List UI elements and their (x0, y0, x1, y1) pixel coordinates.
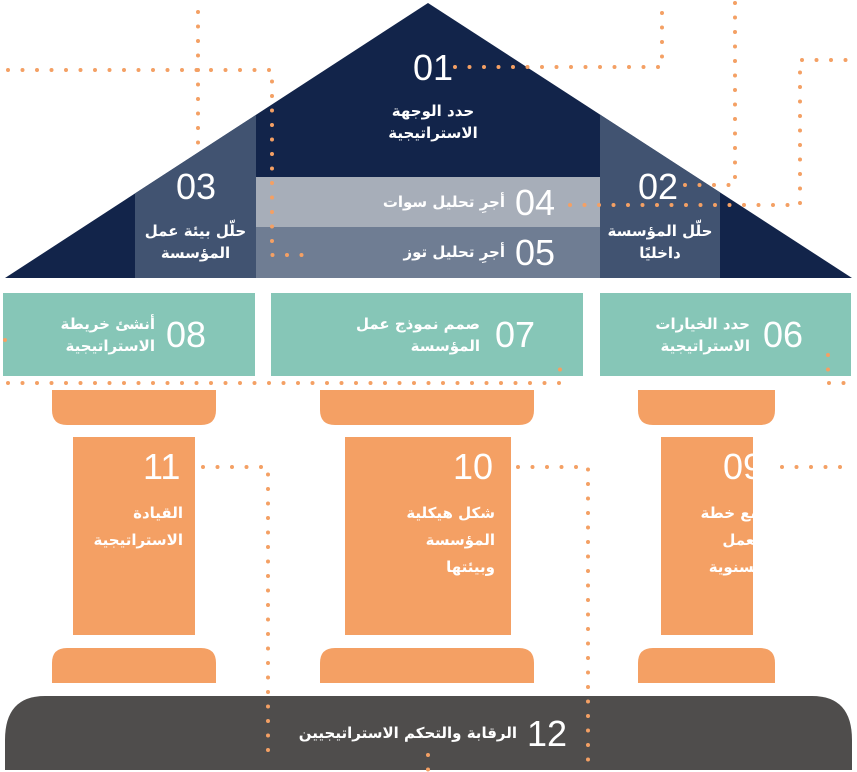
step-03-label: حلّل بيئة عمل المؤسسة (135, 220, 256, 264)
step-05-label: أجرِ تحليل توز (403, 243, 505, 261)
capital-09 (638, 390, 775, 425)
step-11-number: 11 (143, 446, 181, 487)
dotted-line (683, 0, 737, 187)
label-line: صمم نموذج عمل (355, 315, 480, 333)
foundation-12 (5, 696, 852, 770)
label-line: حدد الخيارات (655, 315, 750, 333)
dotted-line (6, 68, 312, 257)
step-10-label: شكل هيكلية المؤسسة وبيئتها (345, 500, 495, 581)
step-08-label: أنشئ خريطة الاستراتيجية (20, 313, 156, 357)
shaft-11 (73, 437, 195, 635)
step-05-number: 05 (515, 232, 556, 273)
label-line: حلّل المؤسسة (607, 222, 713, 240)
panel-05-tows (256, 227, 600, 278)
label-line: ضع خطة (700, 504, 765, 522)
step-11-label: القيادة الاستراتيجية (60, 500, 183, 554)
dotted-line (6, 353, 562, 385)
panel-04-swot (256, 177, 600, 227)
label-line: المؤسسة (425, 531, 495, 549)
beam-06 (600, 293, 851, 376)
base-09 (638, 648, 775, 683)
label-line: السنوية (708, 558, 765, 576)
label-line: العمل (722, 531, 765, 549)
label-line: حدد الوجهة (391, 102, 475, 120)
label-line: شكل هيكلية (406, 504, 495, 522)
dotted-line (453, 8, 664, 69)
step-08-number: 08 (166, 314, 207, 355)
label-line: الاستراتيجية (388, 124, 478, 142)
base-10 (320, 648, 534, 683)
step-01-label: حدد الوجهة الاستراتيجية (333, 100, 533, 144)
label-line: أنشئ خريطة (60, 315, 156, 333)
step-02-number: 02 (638, 166, 679, 207)
label-line: الاستراتيجية (65, 337, 155, 355)
shaft-09 (661, 437, 753, 635)
step-01-number: 01 (413, 47, 454, 88)
dotted-line (568, 58, 857, 207)
step-09-label: ضع خطة العمل السنوية (661, 500, 765, 581)
shaft-10 (345, 437, 511, 635)
step-07-number: 07 (495, 314, 536, 355)
dotted-line (201, 465, 270, 764)
dotted-connectors (3, 0, 857, 772)
beam-08 (3, 293, 255, 376)
label-line: داخليًا (639, 244, 681, 262)
step-04-label: أجرِ تحليل سوات (382, 193, 505, 211)
capital-11 (52, 390, 216, 425)
step-02-label: حلّل المؤسسة داخليًا (600, 220, 720, 264)
step-10-number: 10 (453, 446, 494, 487)
capital-10 (320, 390, 534, 425)
step-07-label: صمم نموذج عمل المؤسسة (300, 313, 480, 357)
beam-07 (271, 293, 583, 376)
label-line: المؤسسة (160, 244, 231, 262)
label-line: الاستراتيجية (93, 531, 183, 549)
label-line: وبيئتها (446, 558, 495, 576)
step-09-number: 09 (723, 446, 764, 487)
step-12-number: 12 (527, 713, 568, 754)
label-line: القيادة (133, 504, 183, 522)
label-line: المؤسسة (410, 337, 480, 355)
dotted-line (826, 353, 857, 385)
step-03-number: 03 (176, 166, 217, 207)
step-06-number: 06 (763, 314, 804, 355)
label-line: الاستراتيجية (660, 337, 750, 355)
base-11 (52, 648, 216, 683)
label-line: حلّل بيئة عمل (144, 222, 247, 240)
step-04-number: 04 (515, 182, 556, 223)
step-12-label: الرقابة والتحكم الاستراتيجيين (298, 724, 517, 742)
step-06-label: حدد الخيارات الاستراتيجية (600, 313, 750, 357)
